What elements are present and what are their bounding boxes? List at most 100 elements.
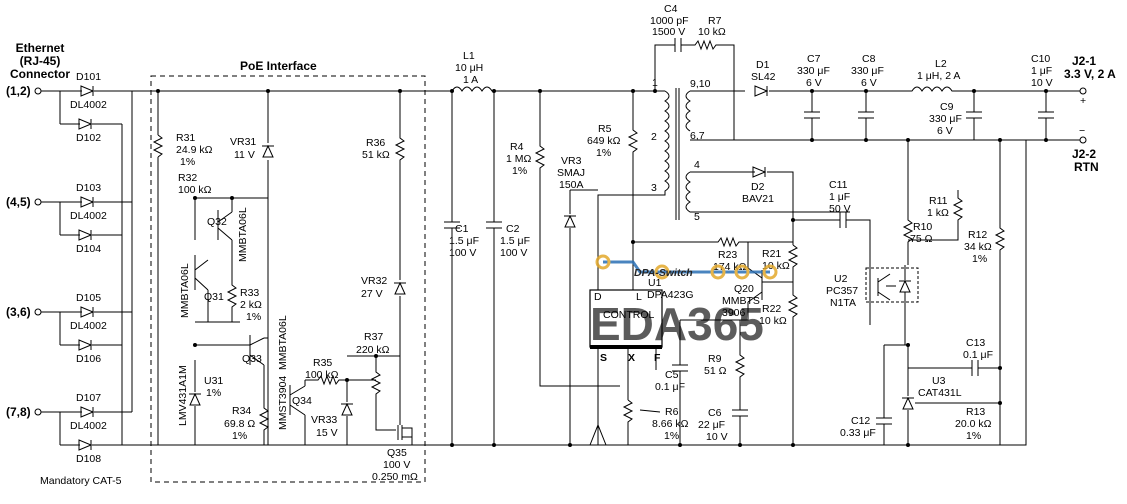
c5-label: C5: [665, 369, 679, 381]
poe-interface: PoE Interface R31 24.9 kΩ 1% VR31 11 V R…: [150, 59, 594, 483]
pin-label: (1,2): [6, 84, 31, 98]
q34-label: Q34: [292, 395, 312, 407]
j21-rating: 3.3 V, 2 A: [1064, 67, 1116, 81]
u2-part-2: N1TA: [830, 297, 856, 309]
r9-label: R9: [708, 353, 722, 365]
c12-value: 0.33 μF: [840, 427, 876, 439]
diode-label: D106: [76, 353, 101, 365]
u2-label: U2: [834, 273, 848, 285]
q20-label: Q20: [734, 283, 754, 295]
q35-rds: 0.250 mΩ: [372, 471, 418, 483]
input-filter: L1 10 μH 1 A C1 1.5 μF 100 V C2 1.5 μF 1…: [444, 50, 655, 445]
xfmr-pin: 2: [651, 131, 657, 143]
j21-label: J2-1: [1072, 54, 1096, 68]
r33-label: R33: [240, 287, 259, 299]
pin-terminal: [34, 198, 42, 206]
r34-value: 69.8 Ω: [224, 418, 255, 430]
r6-value: 8.66 kΩ: [652, 418, 689, 430]
d2-label: D2: [751, 181, 765, 193]
output-terminal-return: [1079, 136, 1087, 144]
r32-label: R32: [178, 172, 197, 184]
q32-part: MMBTA06L: [237, 207, 249, 262]
r7-label: R7: [708, 15, 722, 27]
c9-rating: 6 V: [937, 125, 953, 137]
pin-label: (3,6): [6, 305, 31, 319]
q20-part-2: 3906: [722, 307, 746, 319]
r12-value: 34 kΩ: [964, 241, 992, 253]
output-terminal-positive: [1079, 87, 1087, 95]
r11-value: 1 kΩ: [927, 207, 949, 219]
q32-label: Q32: [207, 216, 227, 228]
u3-part: CAT431L: [918, 387, 962, 399]
transformer: 1 2 3 4 5 9,10 6,7: [597, 77, 850, 240]
u1-pin: S: [600, 352, 607, 364]
r21-label: R21: [762, 248, 781, 260]
r34-tol: 1%: [232, 430, 247, 442]
j22-rtn: RTN: [1074, 160, 1099, 174]
r35-value: 100 kΩ: [305, 369, 339, 381]
plus-sign: +: [1080, 95, 1086, 107]
c7-label: C7: [807, 53, 821, 65]
l1-rating: 1 A: [463, 74, 478, 86]
diode-label: D108: [76, 453, 101, 465]
r5-value: 649 kΩ: [587, 135, 621, 147]
u1-pin: D: [594, 291, 602, 303]
r10-value: 75 Ω: [910, 233, 933, 245]
u3-label: U3: [932, 375, 946, 387]
j22-label: J2-2: [1072, 147, 1096, 161]
d1-part: SL42: [751, 71, 776, 83]
minus-sign: −: [1079, 125, 1085, 137]
c13-value: 0.1 μF: [963, 349, 993, 361]
r7-value: 10 kΩ: [698, 26, 726, 38]
c7-rating: 6 V: [806, 77, 822, 89]
c2-label: C2: [506, 223, 520, 235]
c10-label: C10: [1031, 53, 1050, 65]
u31-label: U31: [204, 375, 223, 387]
r21-value: 10 kΩ: [762, 260, 790, 272]
c1-value: 1.5 μF: [449, 235, 479, 247]
r35-label: R35: [313, 357, 332, 369]
c11-value: 1 μF: [829, 191, 850, 203]
r13-tol: 1%: [966, 430, 981, 442]
c10-value: 1 μF: [1031, 65, 1052, 77]
eda365-watermark: EDA365 DPA-Switch: [590, 254, 778, 350]
xfmr-pin: 5: [694, 211, 700, 223]
r36-label: R36: [366, 137, 385, 149]
q33-label: Q33: [242, 353, 262, 365]
u1-pin: F: [654, 352, 661, 364]
pin-terminal: [34, 408, 42, 416]
watermark-text: EDA365: [590, 298, 764, 350]
connector-section: Ethernet (RJ-45) Connector (1,2) (4,5) (…: [6, 41, 158, 487]
xfmr-pin: 3: [651, 182, 657, 194]
q34-part: MMST3904: [277, 376, 289, 430]
poe-boundary: [150, 75, 426, 483]
c4-label: C4: [664, 3, 678, 15]
r34-label: R34: [232, 405, 251, 417]
u1-label: U1: [648, 277, 662, 289]
u1-pin: L: [636, 291, 642, 303]
r12-tol: 1%: [972, 253, 987, 265]
snubber: C4 1000 pF 1500 V R7 10 kΩ: [650, 3, 735, 140]
c2-value: 1.5 μF: [500, 235, 530, 247]
diode-part: DL4002: [70, 99, 107, 111]
l1-label: L1: [463, 50, 475, 62]
bridge-diodes: [60, 85, 132, 451]
poe-title: PoE Interface: [240, 59, 317, 73]
c11-label: C11: [829, 179, 848, 191]
r4-value: 1 MΩ: [506, 153, 532, 165]
c8-rating: 6 V: [861, 77, 877, 89]
c5-value: 0.1 μF: [655, 381, 685, 393]
diode-part: DL4002: [70, 210, 107, 222]
r37-label: R37: [364, 331, 383, 343]
c6-label: C6: [708, 407, 722, 419]
diode-label: D107: [76, 392, 101, 404]
diode-label: D103: [76, 182, 101, 194]
r4-tol: 1%: [512, 165, 527, 177]
r33-value: 2 kΩ: [240, 299, 262, 311]
r23-value: 174 kΩ: [713, 261, 747, 273]
pin-label: (7,8): [6, 405, 31, 419]
c9-label: C9: [940, 101, 954, 113]
junction-dots: [156, 89, 1048, 447]
c12-label: C12: [851, 415, 870, 427]
